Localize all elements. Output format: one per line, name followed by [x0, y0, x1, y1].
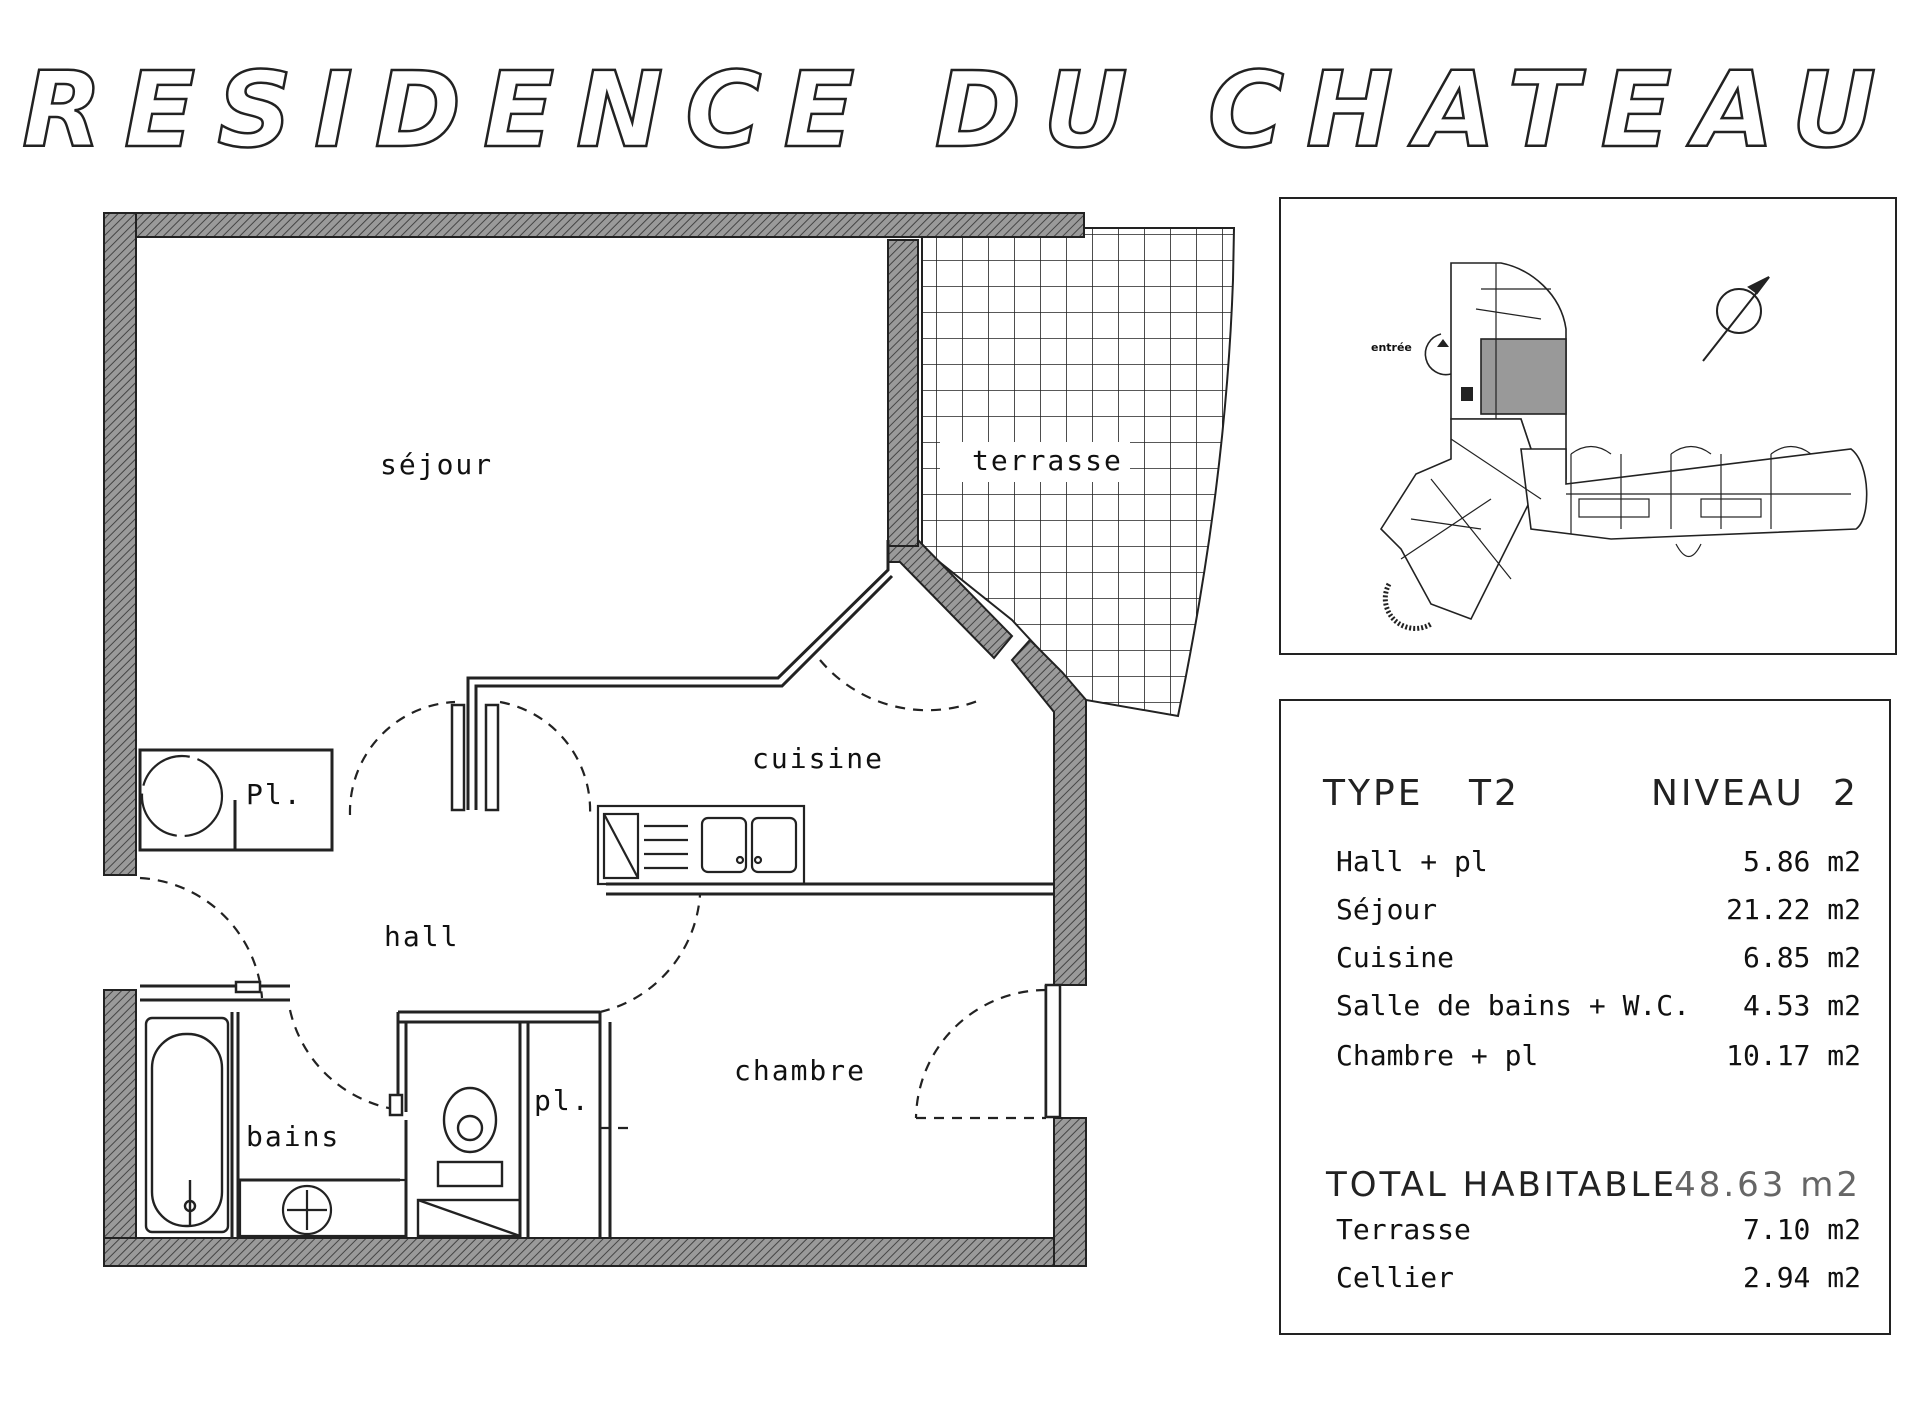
area-row: Hall + pl 5.86 m2 — [1336, 845, 1861, 885]
type-label: TYPE — [1323, 773, 1424, 814]
exterior-walls — [103, 212, 1087, 1267]
area-row-label: Hall + pl — [1336, 845, 1488, 878]
sink-icon — [700, 816, 798, 874]
extra-row-label: Cellier — [1336, 1261, 1455, 1294]
washbasin-icon — [238, 1178, 408, 1238]
page-title: RESIDENCE DU CHATEAU — [21, 49, 1898, 171]
entrance-arrow-icon — [1437, 339, 1449, 347]
niveau-value: 2 — [1833, 773, 1859, 814]
area-row-label: Chambre + pl — [1336, 1039, 1539, 1072]
north-arrow-icon — [1702, 276, 1770, 362]
extra-row: Cellier 2.94 m2 — [1336, 1261, 1861, 1301]
area-row: Chambre + pl 10.17 m2 — [1336, 1039, 1861, 1079]
extra-row-value: 7.10 m2 — [1742, 1213, 1861, 1246]
area-row-value: 10.17 m2 — [1726, 1039, 1861, 1072]
water-heater-icon — [140, 754, 224, 838]
type-value: T2 — [1469, 773, 1520, 814]
area-row-value: 5.86 m2 — [1742, 845, 1861, 878]
area-row-label: Salle de bains + W.C. — [1336, 989, 1691, 1022]
niveau-label: NIVEAU — [1651, 773, 1805, 814]
extra-row-label: Terrasse — [1336, 1213, 1471, 1246]
total-row: TOTAL HABITABLE 48.63 m2 — [1326, 1165, 1861, 1205]
room-label-bains: bains — [246, 1120, 340, 1153]
area-row-value: 4.53 m2 — [1742, 989, 1861, 1022]
room-label-placard-2: pl. — [534, 1084, 591, 1117]
bathtub-icon — [144, 1016, 230, 1234]
extra-row: Terrasse 7.10 m2 — [1336, 1213, 1861, 1253]
room-label-hall: hall — [384, 920, 459, 953]
total-label: TOTAL HABITABLE — [1326, 1165, 1677, 1205]
room-label-chambre: chambre — [734, 1054, 866, 1087]
room-label-terrasse: terrasse — [972, 444, 1123, 477]
extra-row-value: 2.94 m2 — [1742, 1261, 1861, 1294]
door-leaves — [234, 703, 1062, 1119]
room-label-placard-1: Pl. — [246, 778, 303, 811]
area-row-label: Séjour — [1336, 893, 1438, 926]
area-row: Séjour 21.22 m2 — [1336, 893, 1861, 933]
area-row: Cuisine 6.85 m2 — [1336, 941, 1861, 981]
interior-walls — [138, 540, 1054, 1238]
area-row-label: Cuisine — [1336, 941, 1455, 974]
toilet-icon — [416, 1086, 522, 1238]
area-summary-panel: TYPE T2 NIVEAU 2 Hall + pl 5.86 m2 Séjou… — [1279, 699, 1891, 1335]
room-label-sejour: séjour — [380, 448, 493, 481]
site-plan-panel: entrée — [1279, 197, 1897, 655]
total-value: 48.63 m2 — [1674, 1165, 1861, 1205]
site-plan: entrée — [1371, 262, 1868, 631]
entrance-label: entrée — [1371, 341, 1412, 354]
area-row-value: 6.85 m2 — [1742, 941, 1861, 974]
area-row: Salle de bains + W.C. 4.53 m2 — [1336, 989, 1861, 1029]
door-swings — [139, 659, 1047, 1130]
room-label-cuisine: cuisine — [752, 742, 884, 775]
area-row-value: 21.22 m2 — [1726, 893, 1861, 926]
kitchen-counter — [596, 804, 806, 886]
